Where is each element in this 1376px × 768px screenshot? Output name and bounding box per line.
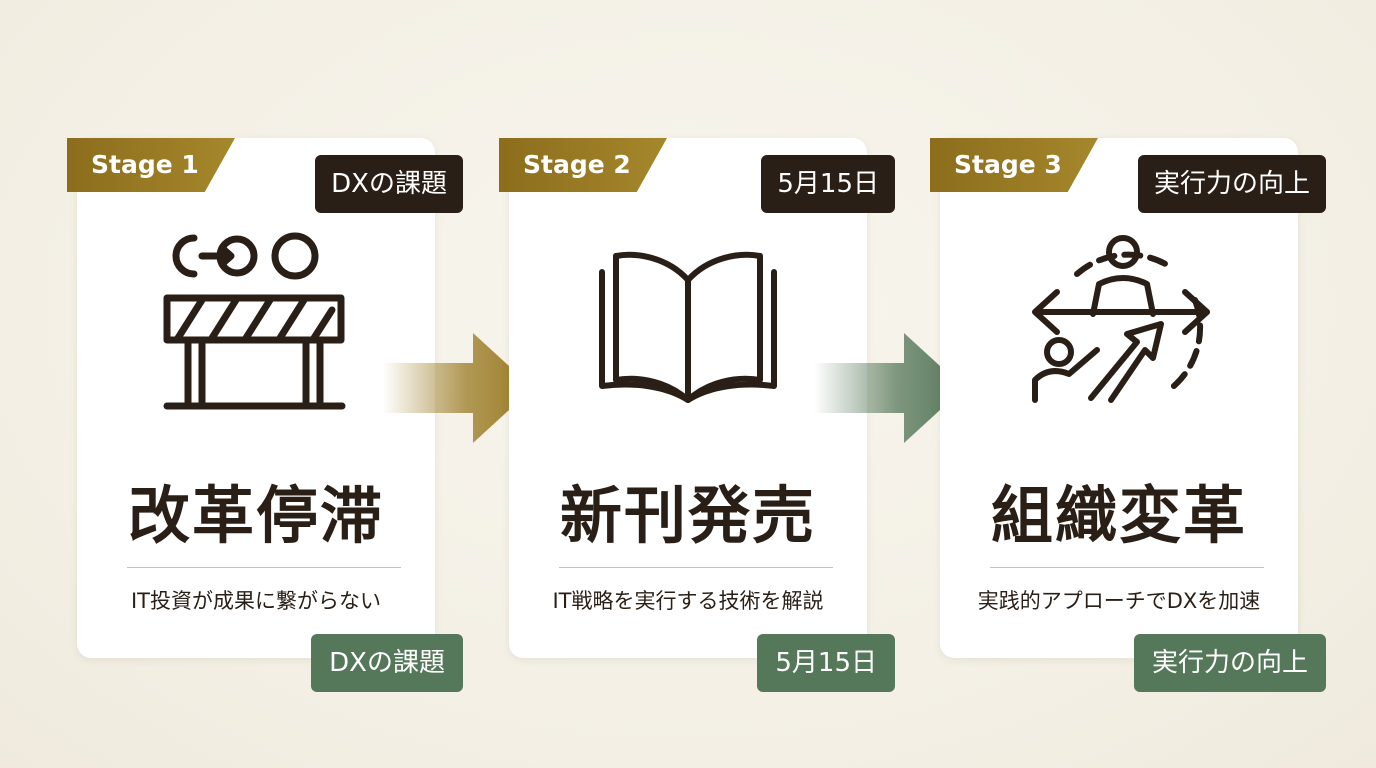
arrow-right-icon-2: [814, 333, 964, 443]
stage-card-1: Stage 1 DXの課題 改革停滞 IT投資が成果に繋がらない DXの課題: [67, 138, 463, 692]
open-book-icon: [588, 230, 788, 420]
transformation-people-icon: [1019, 230, 1219, 420]
top-badge: DXの課題: [315, 155, 463, 213]
bottom-badge: 5月15日: [757, 634, 895, 692]
stage-subtitle: 実践的アプローチでDXを加速: [977, 589, 1261, 613]
barrier-gears-icon: [156, 230, 356, 420]
divider: [559, 567, 833, 568]
top-badge: 実行力の向上: [1137, 155, 1326, 213]
divider: [127, 567, 401, 568]
stage-subtitle: IT投資が成果に繋がらない: [130, 589, 382, 613]
stage-card-2: Stage 2 5月15日 新刊発売 IT戦略を実行する技術を解説 5月15日: [499, 138, 895, 692]
stage-title: 新刊発売: [559, 479, 816, 552]
stage-card-3: Stage 3 実行力の向上 組織変革 実践的アプローチでDXを加速 実行力の向…: [930, 138, 1326, 692]
arrow-right-icon-1: [383, 333, 533, 443]
stage-tag: Stage 1: [67, 138, 235, 192]
top-badge: 5月15日: [761, 155, 895, 213]
stage-title: 組織変革: [990, 479, 1247, 552]
bottom-badge: DXの課題: [311, 634, 463, 692]
stage-subtitle: IT戦略を実行する技術を解説: [552, 589, 824, 613]
stage-tag: Stage 2: [499, 138, 667, 192]
divider: [990, 567, 1264, 568]
bottom-badge: 実行力の向上: [1133, 634, 1326, 692]
stage-tag: Stage 3: [930, 138, 1098, 192]
stage-title: 改革停滞: [127, 479, 384, 552]
